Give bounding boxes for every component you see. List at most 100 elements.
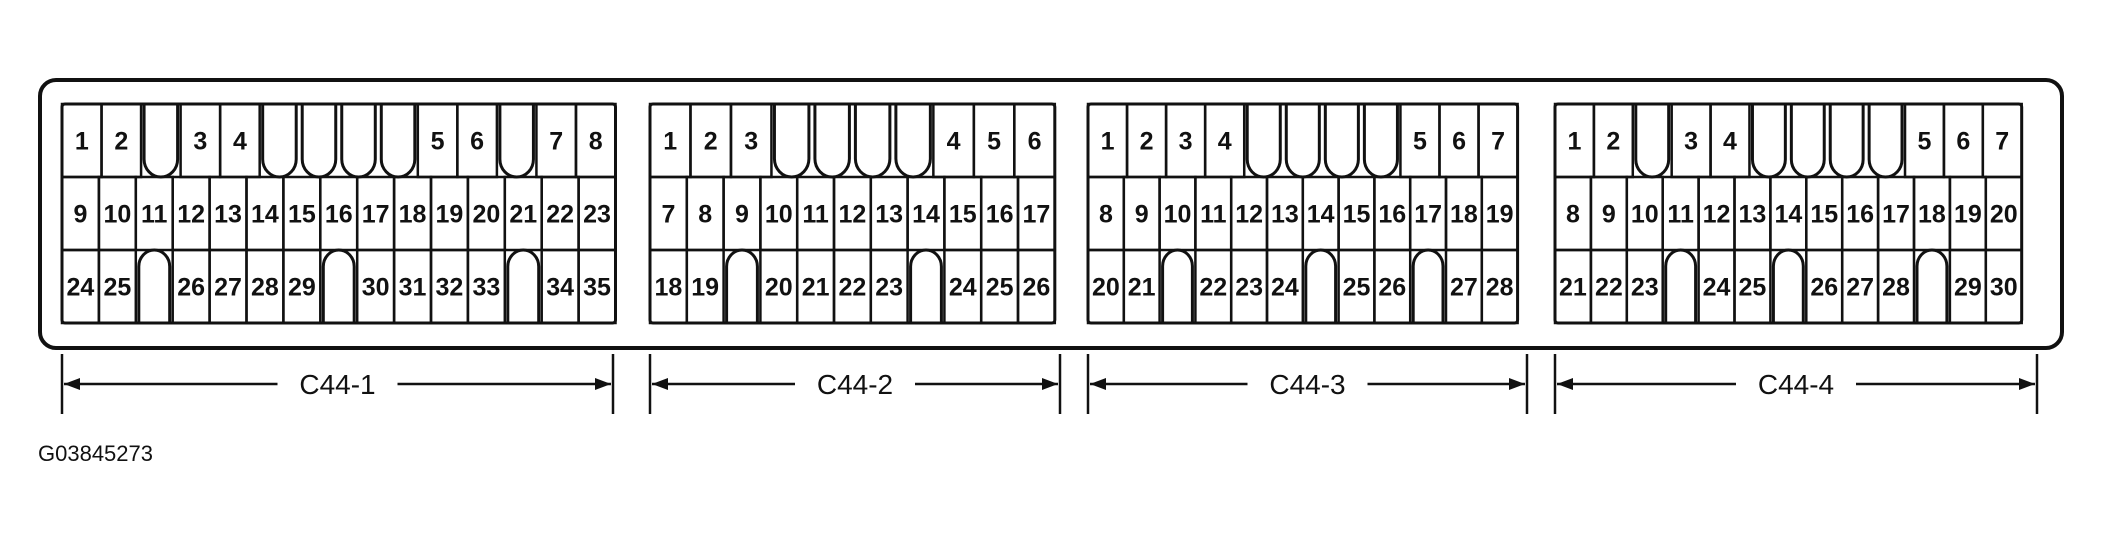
pin-number: 28 bbox=[1882, 274, 1910, 302]
pin-number: 29 bbox=[288, 274, 316, 302]
pin-number: 1 bbox=[75, 128, 89, 156]
pin-number: 29 bbox=[1954, 274, 1982, 302]
pin-number: 9 bbox=[73, 201, 87, 229]
bracket-c44-4: C44-4 bbox=[1553, 354, 2039, 414]
pin-number: 12 bbox=[838, 201, 866, 229]
pin-cell bbox=[1265, 248, 1305, 325]
pin-number: 21 bbox=[509, 201, 537, 229]
arrowhead-left bbox=[652, 378, 668, 390]
pin-cell bbox=[869, 248, 909, 325]
connector-label: C44-1 bbox=[299, 369, 375, 400]
pin-number: 7 bbox=[1491, 128, 1505, 156]
pin-number: 18 bbox=[1450, 201, 1478, 229]
pin-number: 2 bbox=[114, 128, 128, 156]
keyway-slot bbox=[321, 248, 356, 323]
pin-number: 2 bbox=[1140, 128, 1154, 156]
pin-number: 26 bbox=[1378, 274, 1406, 302]
pin-number: 17 bbox=[1414, 201, 1442, 229]
pin-number: 28 bbox=[1486, 274, 1514, 302]
pin-number: 23 bbox=[1235, 274, 1263, 302]
pin-number: 18 bbox=[399, 201, 427, 229]
pin-number: 20 bbox=[1092, 274, 1120, 302]
pin-number: 1 bbox=[1101, 128, 1115, 156]
pin-number: 15 bbox=[949, 201, 977, 229]
arrowhead-right bbox=[1509, 378, 1525, 390]
pin-number: 1 bbox=[663, 128, 677, 156]
pin-number: 21 bbox=[802, 274, 830, 302]
pin-number: 15 bbox=[1343, 201, 1371, 229]
pin-number: 11 bbox=[1667, 201, 1694, 229]
pin-number: 4 bbox=[1723, 128, 1737, 156]
pin-number: 3 bbox=[744, 128, 758, 156]
connector-label: C44-4 bbox=[1758, 369, 1834, 400]
connector-label: C44-3 bbox=[1269, 369, 1345, 400]
pin-number: 11 bbox=[802, 201, 829, 229]
keyway-slot bbox=[1664, 248, 1698, 323]
pin-number: 15 bbox=[1810, 201, 1838, 229]
pin-number: 25 bbox=[986, 274, 1014, 302]
pin-number: 8 bbox=[1566, 201, 1580, 229]
pin-number: 14 bbox=[1307, 201, 1335, 229]
pin-cell bbox=[577, 248, 617, 325]
pin-number: 20 bbox=[1990, 201, 2018, 229]
keyway-slot bbox=[1771, 248, 1805, 323]
pin-number: 25 bbox=[103, 274, 131, 302]
pin-number: 14 bbox=[251, 201, 279, 229]
pin-number: 21 bbox=[1128, 274, 1156, 302]
pin-number: 19 bbox=[436, 201, 464, 229]
pin-cell bbox=[1122, 248, 1161, 325]
pin-number: 16 bbox=[1846, 201, 1874, 229]
pin-number: 26 bbox=[1810, 274, 1838, 302]
pin-number: 10 bbox=[1164, 201, 1192, 229]
pin-number: 17 bbox=[1022, 201, 1050, 229]
pin-cell bbox=[1373, 248, 1412, 325]
pin-number: 27 bbox=[214, 274, 242, 302]
pin-number: 10 bbox=[1631, 201, 1659, 229]
pin-number: 32 bbox=[436, 274, 464, 302]
bracket-c44-2: C44-2 bbox=[648, 354, 1062, 414]
pin-number: 9 bbox=[735, 201, 749, 229]
pin-number: 11 bbox=[141, 201, 168, 229]
pin-number: 25 bbox=[1739, 274, 1767, 302]
pin-number: 4 bbox=[1218, 128, 1232, 156]
pin-number: 3 bbox=[193, 128, 207, 156]
pin-number: 19 bbox=[691, 274, 719, 302]
pin-number: 24 bbox=[67, 274, 95, 302]
pin-number: 2 bbox=[1606, 128, 1620, 156]
pin-number: 5 bbox=[1413, 128, 1427, 156]
keyway-slot bbox=[137, 248, 172, 323]
pin-number: 23 bbox=[1631, 274, 1659, 302]
pin-number: 15 bbox=[288, 201, 316, 229]
pin-cell bbox=[282, 248, 322, 325]
figure-code: G03845273 bbox=[38, 441, 153, 466]
pin-number: 19 bbox=[1486, 201, 1514, 229]
connector-label: C44-2 bbox=[817, 369, 893, 400]
pin-cell bbox=[685, 248, 725, 325]
pin-number: 26 bbox=[1022, 274, 1050, 302]
pin-number: 24 bbox=[1703, 274, 1731, 302]
pin-number: 12 bbox=[177, 201, 205, 229]
pin-number: 14 bbox=[1774, 201, 1802, 229]
pin-number: 7 bbox=[661, 201, 675, 229]
pin-cell bbox=[1480, 248, 1519, 325]
pin-number: 26 bbox=[177, 274, 205, 302]
pin-number: 8 bbox=[589, 128, 603, 156]
pin-number: 25 bbox=[1343, 274, 1371, 302]
pin-number: 13 bbox=[1739, 201, 1767, 229]
bracket-c44-3: C44-3 bbox=[1086, 354, 1529, 414]
pin-number: 22 bbox=[546, 201, 574, 229]
pin-number: 13 bbox=[1271, 201, 1299, 229]
arrowhead-left bbox=[64, 378, 80, 390]
pin-number: 4 bbox=[233, 128, 247, 156]
pin-number: 6 bbox=[1956, 128, 1970, 156]
keyway-slot bbox=[1304, 248, 1338, 323]
pin-number: 16 bbox=[986, 201, 1014, 229]
pin-number: 2 bbox=[704, 128, 718, 156]
keyway-slot bbox=[1915, 248, 1949, 323]
pin-number: 9 bbox=[1602, 201, 1616, 229]
pin-number: 16 bbox=[325, 201, 353, 229]
pin-number: 21 bbox=[1559, 274, 1587, 302]
